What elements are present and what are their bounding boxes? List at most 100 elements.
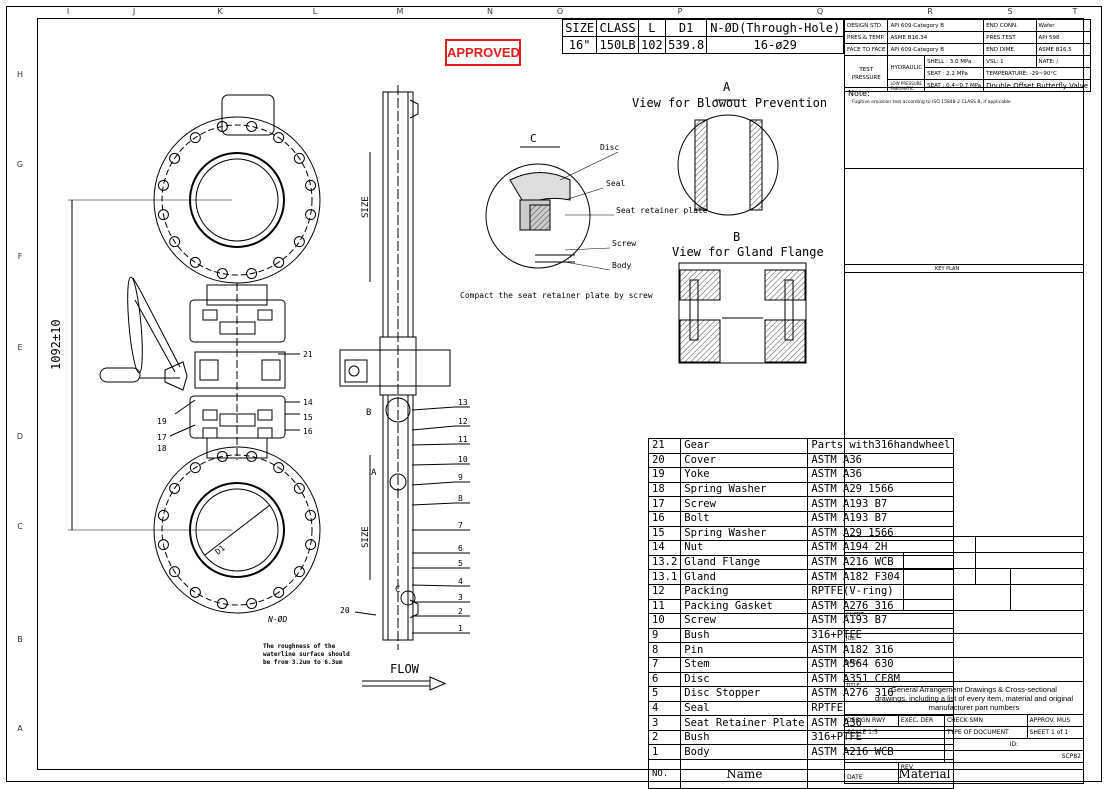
approved-stamp: APPROVED: [445, 39, 521, 66]
bolt-hole: [169, 152, 181, 164]
bolt-hole: [246, 120, 258, 132]
id-label: ID:: [1009, 740, 1019, 748]
size-label-upper: SIZE: [361, 196, 371, 218]
bom-item-no: 21: [647, 438, 682, 454]
zone-marker-q: Q: [816, 7, 824, 16]
leader-12: [411, 425, 470, 431]
bolt-hole: [293, 152, 305, 164]
bom-item-material: 316+PTFE: [807, 627, 955, 644]
bom-item-no: 11: [647, 598, 682, 615]
divider: [844, 87, 845, 770]
bolt-hole: [305, 209, 317, 221]
zone-marker-e: E: [17, 343, 23, 352]
bolt-hole: [189, 462, 201, 474]
detail-b-title: View for Gland Flange: [672, 245, 824, 259]
bolt-hole: [216, 268, 228, 280]
seat-low-pressure: SEAT : 0.4~0.7 MPa: [924, 79, 985, 92]
callout-10: 10: [458, 455, 468, 464]
zone-marker-r: R: [927, 7, 933, 16]
divider: [844, 568, 1084, 569]
bom-item-material: Parts with316handwheel: [807, 438, 955, 454]
bolt-hole: [305, 179, 317, 191]
d1-label: D1: [214, 543, 227, 556]
divider: [844, 584, 1084, 585]
zone-marker-h: H: [16, 70, 23, 79]
bom-item-name: Body: [680, 744, 809, 761]
bolt-holes: [157, 120, 317, 610]
bolt-hole: [273, 462, 285, 474]
callout-17: 17: [157, 433, 167, 442]
zone-marker-c: C: [17, 522, 23, 531]
bolt-hole: [273, 132, 285, 144]
zone-marker-n: N: [487, 7, 493, 16]
d1-value: 539.8: [664, 36, 708, 54]
bolt-hole: [189, 132, 201, 144]
callout-19: 19: [157, 417, 167, 426]
bom-item-name: Screw: [680, 496, 809, 512]
zone-marker-i: I: [66, 7, 70, 16]
divider: [844, 168, 1084, 169]
detail-a-letter: A: [723, 80, 731, 94]
side-section-view: [339, 85, 451, 650]
actuator-assembly: [189, 283, 286, 460]
size-header: SIZE: [561, 19, 598, 37]
nd-label: N-ØD: [267, 614, 287, 624]
callout-2: 2: [458, 607, 463, 616]
divider: [844, 87, 1084, 88]
drawing-border: [37, 18, 1084, 770]
bolt-hole: [246, 598, 258, 610]
callout-5: 5: [458, 559, 463, 568]
bolt-hole: [157, 509, 169, 521]
bolt-hole: [216, 598, 228, 610]
zone-marker-l: L: [312, 7, 318, 16]
bom-item-name: Gland Flange: [680, 554, 809, 571]
bolt-hole: [216, 450, 228, 462]
roughness-note-1: The roughness of the: [263, 643, 336, 650]
section-c-marker: C: [395, 585, 400, 595]
callout-13: 13: [458, 398, 468, 407]
zone-marker-g: G: [16, 160, 24, 169]
callout-1: 1: [458, 624, 463, 633]
detail-a-title: View for Blowout Prevention: [632, 96, 827, 110]
detail-c-screw-label: Screw: [612, 239, 636, 248]
bom-item-no: 12: [647, 583, 682, 600]
bolt-hole: [189, 586, 201, 598]
detail-c-retainer-label: Seat retainer plate: [616, 206, 708, 215]
bolt-hole: [293, 566, 305, 578]
class-value: 150LB: [596, 36, 639, 54]
zone-marker-p: P: [677, 7, 683, 16]
bom-item-material: ASTM A276 316: [807, 598, 955, 615]
valve-type: Double Offset Butterfly Valve: [983, 79, 1092, 92]
detail-c-caption: Compact the seat retainer plate by screw: [460, 291, 653, 300]
detail-b-view: [678, 262, 807, 364]
detail-c-seal-label: Seal: [606, 179, 625, 188]
flow-arrow: [362, 676, 447, 691]
callout-21: 21: [303, 350, 313, 359]
zone-marker-k: K: [217, 7, 223, 16]
bom-item-no: 20: [647, 452, 682, 469]
bom-item-material: ASTM A29 1566: [807, 525, 955, 542]
zone-marker-d: D: [16, 432, 24, 441]
bolt-hole: [246, 268, 258, 280]
bolt-hole: [157, 179, 169, 191]
section-b-marker: B: [366, 408, 371, 418]
leader-9: [411, 481, 470, 486]
height-dimension-label: 1092±10: [49, 319, 63, 370]
l-value: 102: [637, 36, 666, 54]
bom-name-header: Name: [680, 759, 809, 789]
size-spec-table: SIZE CLASS L D1 N-ØD(Through-Hole) 16" 1…: [561, 19, 844, 54]
bolt-hole: [157, 209, 169, 221]
bolt-hole: [305, 539, 317, 551]
leader-8: [411, 502, 470, 506]
bom-item-material: ASTM A36: [807, 467, 955, 483]
